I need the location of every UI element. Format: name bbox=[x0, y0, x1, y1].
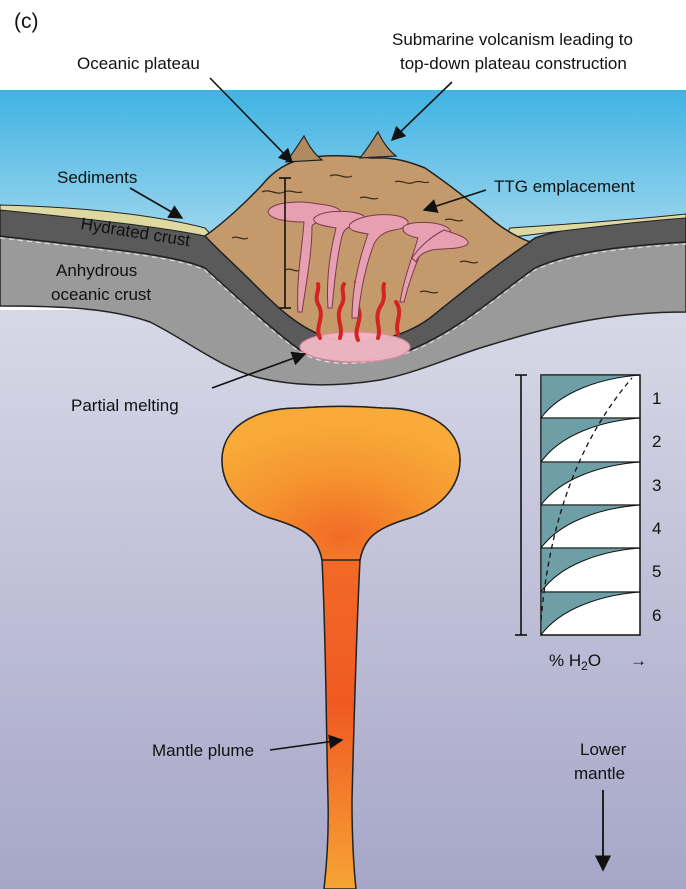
label-ttg-emplacement: TTG emplacement bbox=[494, 177, 635, 196]
panel-label: (c) bbox=[14, 10, 39, 33]
inset-row-label-2: 2 bbox=[652, 432, 661, 451]
label-submarine-volcanism-line2: top-down plateau construction bbox=[400, 54, 627, 73]
label-anhydrous-line2: oceanic crust bbox=[51, 285, 151, 304]
label-oceanic-plateau: Oceanic plateau bbox=[77, 54, 200, 73]
label-sediments: Sediments bbox=[57, 168, 137, 187]
inset-axis-label: % H2O bbox=[549, 651, 601, 673]
label-mantle-plume: Mantle plume bbox=[152, 741, 254, 760]
inset-row-label-5: 5 bbox=[652, 562, 661, 581]
inset-row-label-4: 4 bbox=[652, 519, 661, 538]
label-lower-mantle-line2: mantle bbox=[574, 764, 625, 783]
inset-row-label-6: 6 bbox=[652, 606, 661, 625]
label-submarine-volcanism-line1: Submarine volcanism leading to bbox=[392, 30, 633, 49]
inset-row-label-1: 1 bbox=[652, 389, 661, 408]
inset-axis-arrow: → bbox=[630, 651, 647, 670]
label-anhydrous-line1: Anhydrous bbox=[56, 261, 137, 280]
label-lower-mantle-line1: Lower bbox=[580, 740, 627, 759]
label-partial-melting: Partial melting bbox=[71, 396, 179, 415]
inset-row-label-3: 3 bbox=[652, 476, 661, 495]
